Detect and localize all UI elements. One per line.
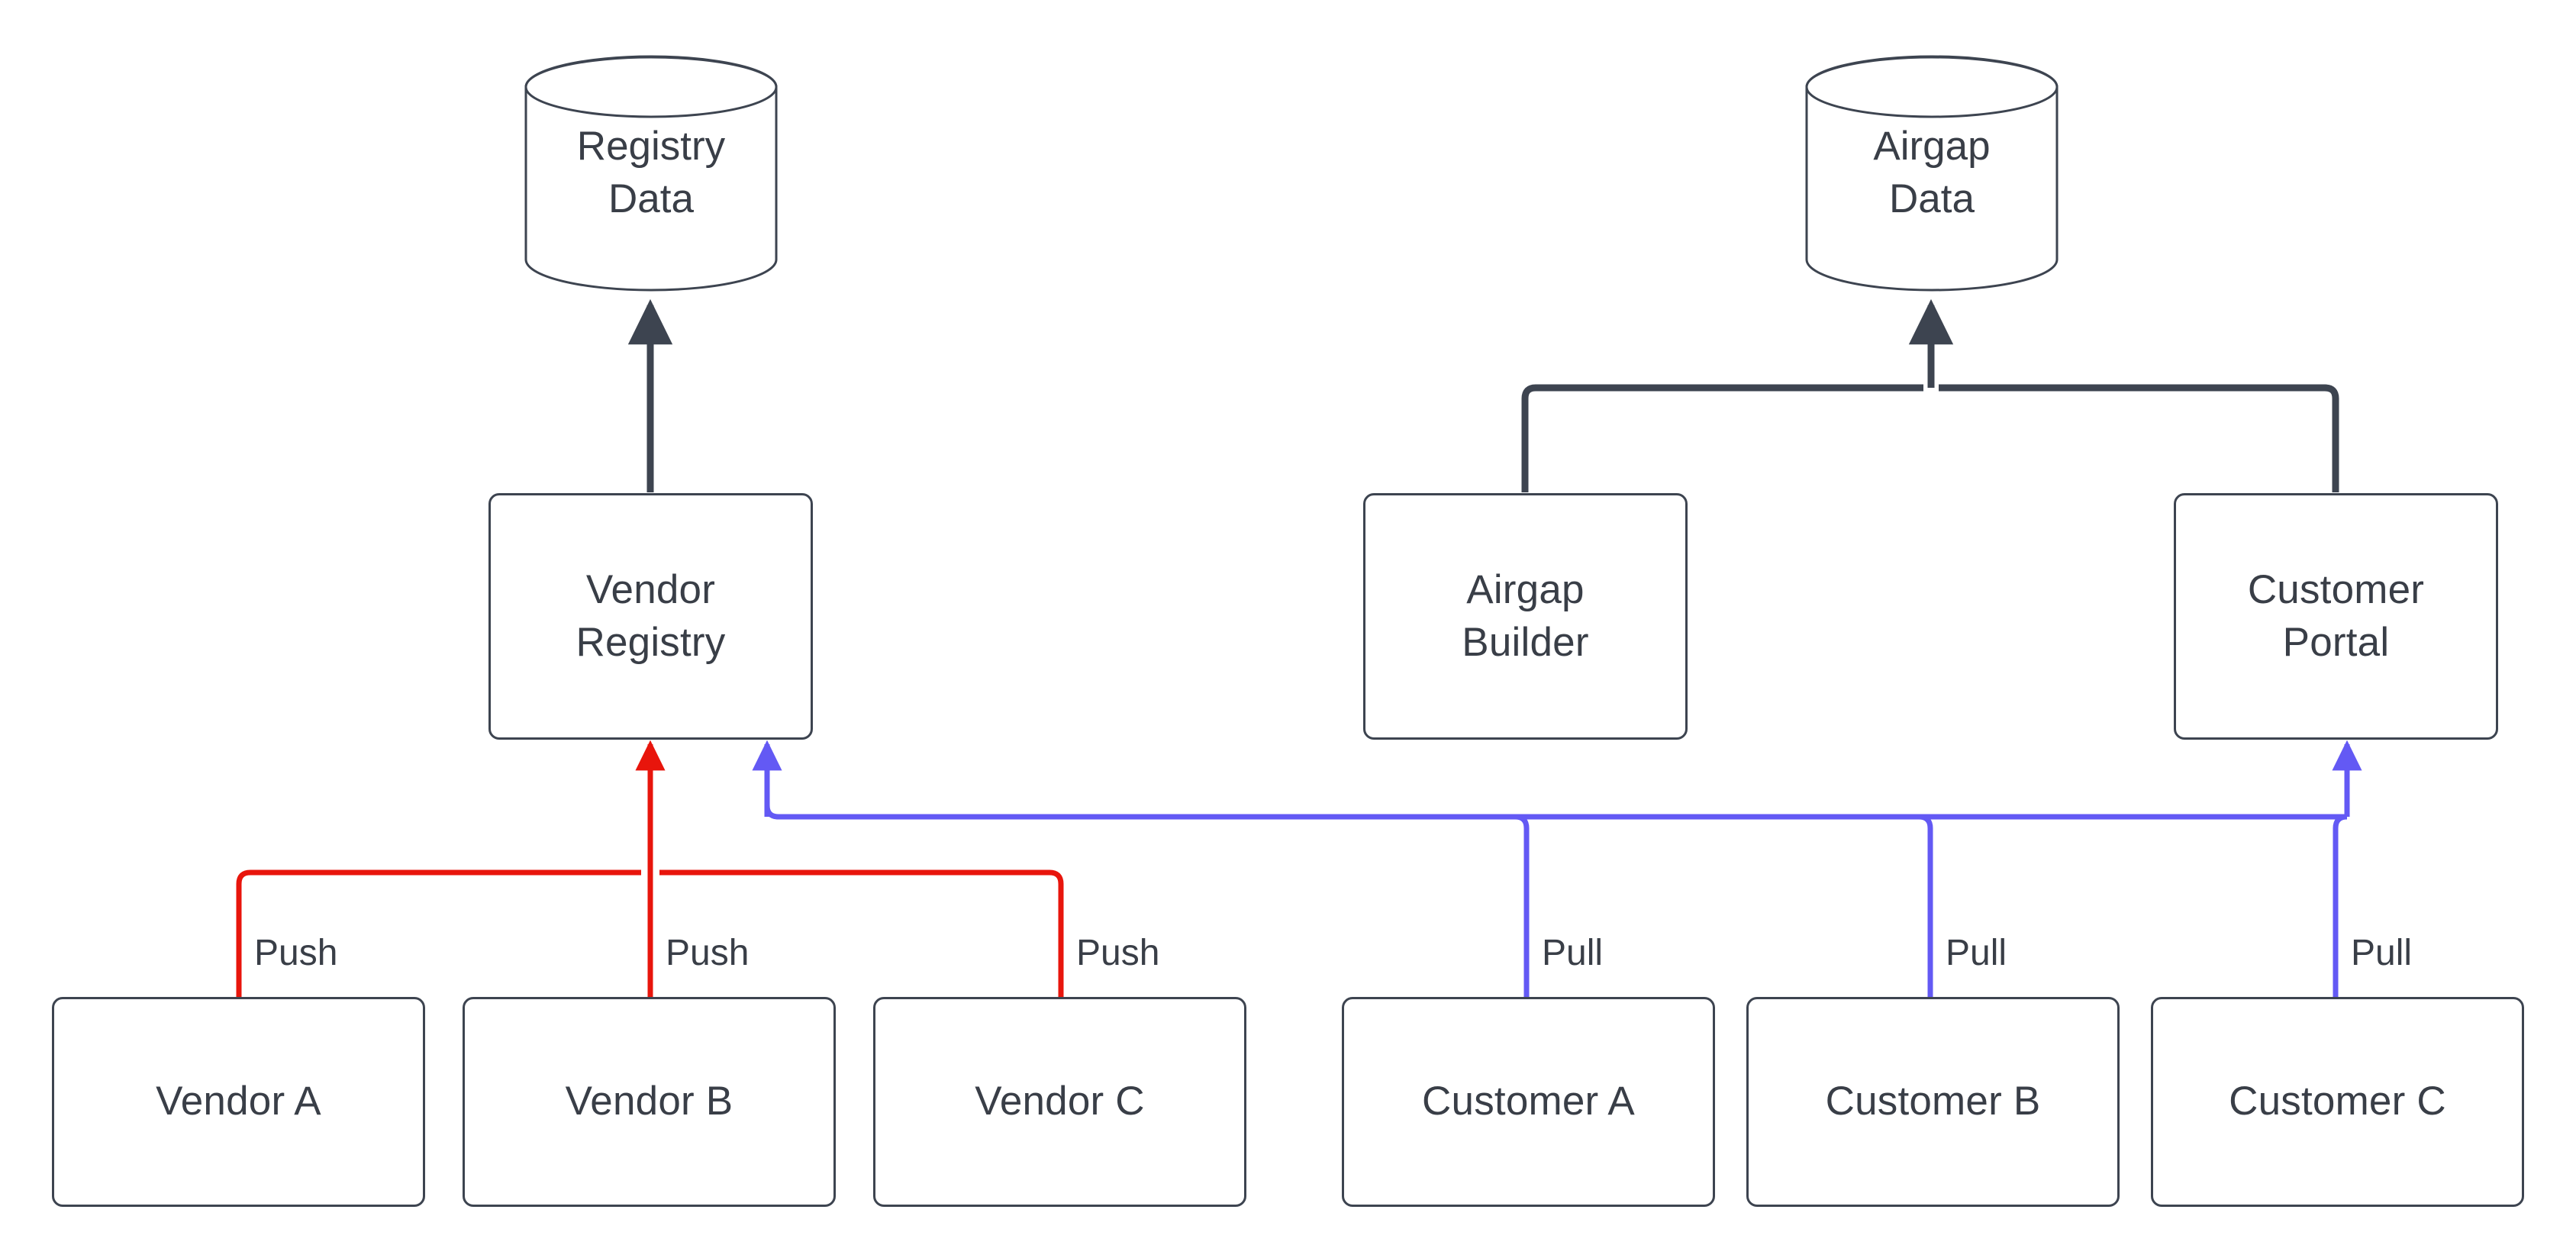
node-customer-b[interactable]: Customer B (1746, 997, 2120, 1207)
edge-label-vendor-c-push: Push (1076, 933, 1160, 973)
node-customer-a-label: Customer A (1422, 1079, 1635, 1124)
node-airgap-data[interactable]: Airgap Data (1804, 55, 2059, 292)
edge-pull-bus-left-corner (764, 805, 779, 820)
node-vendor-c-label: Vendor C (975, 1079, 1145, 1124)
cylinder-shape (524, 55, 778, 292)
node-vendor-registry-label: Vendor Registry (575, 566, 726, 665)
edge-customer-c-pull (2333, 814, 2348, 998)
node-airgap-data-label: Airgap Data (1873, 124, 1991, 221)
node-vendor-b[interactable]: Vendor B (463, 997, 836, 1207)
node-vendor-a-label: Vendor A (156, 1079, 321, 1124)
edge-label-customer-a-pull: Pull (1542, 933, 1604, 973)
edge-label-vendor-a-push: Push (254, 933, 338, 973)
edge-label-customer-c-pull: Pull (2351, 933, 2413, 973)
node-customer-portal[interactable]: Customer Portal (2174, 493, 2498, 740)
node-vendor-b-label: Vendor B (565, 1079, 733, 1124)
edge-airgap-builder-to-airgap-data (1521, 384, 1923, 492)
node-customer-c-label: Customer C (2229, 1079, 2446, 1124)
node-airgap-builder-label: Airgap Builder (1462, 566, 1589, 665)
edge-label-vendor-b-push: Push (666, 933, 750, 973)
node-customer-b-label: Customer B (1825, 1079, 2041, 1124)
node-vendor-registry[interactable]: Vendor Registry (488, 493, 813, 740)
node-customer-a[interactable]: Customer A (1342, 997, 1715, 1207)
node-registry-data-label: Registry Data (576, 124, 726, 221)
node-customer-c[interactable]: Customer C (2151, 997, 2524, 1207)
node-vendor-a[interactable]: Vendor A (52, 997, 425, 1207)
node-airgap-builder[interactable]: Airgap Builder (1363, 493, 1688, 740)
node-vendor-c[interactable]: Vendor C (873, 997, 1246, 1207)
edge-label-customer-b-pull: Pull (1946, 933, 2007, 973)
cylinder-shape (1805, 55, 2059, 292)
edge-customer-portal-to-airgap-data (1939, 384, 2339, 492)
node-registry-data[interactable]: Registry Data (524, 55, 779, 292)
node-customer-portal-label: Customer Portal (2247, 566, 2425, 665)
